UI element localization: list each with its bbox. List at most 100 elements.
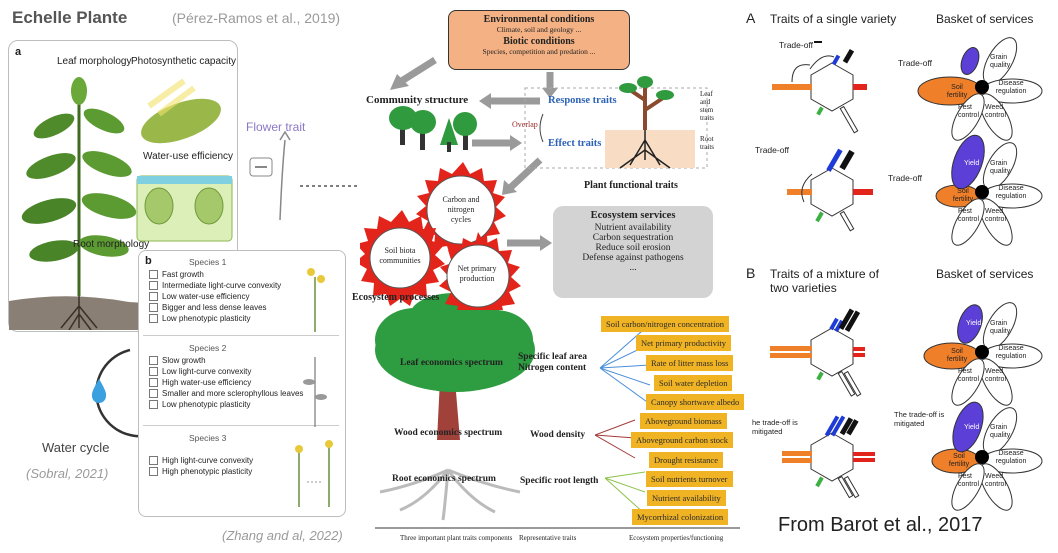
environment-title: Environmental conditions: [483, 14, 595, 25]
petal-yield: Yield: [964, 424, 980, 431]
panel-a-letter: a: [15, 46, 22, 58]
trait-row: Intermediate light-curve convexity: [149, 280, 299, 291]
leaf-icon: [149, 303, 158, 312]
trait-text: Low water-use efficiency: [162, 292, 250, 301]
environment-box: Environmental conditions Climate, soil a…: [448, 10, 630, 70]
plant-functional-traits-label: Plant functional traits: [584, 180, 678, 191]
petal-pest-control: Pest control: [958, 473, 980, 488]
petal-pest-control: Pest control: [958, 104, 980, 119]
service-item: Defense against pathogens: [582, 253, 684, 263]
trait-text: High water-use efficiency: [162, 378, 252, 387]
citation-sobral: (Sobral, 2021): [26, 466, 109, 481]
basket-title-a: Basket of services: [936, 12, 1034, 26]
petal-disease-regulation: Disease regulation: [995, 345, 1027, 360]
root-traits-label: Root traits: [700, 135, 714, 151]
species-name: Species 1: [189, 257, 227, 267]
water-cycle-label: Water cycle: [42, 440, 110, 455]
property-box: Soil nutrients turnover: [646, 471, 733, 487]
petal-soil-fertility: Soil fertility: [946, 348, 968, 363]
trait-text: Low light-curve convexity: [162, 367, 252, 376]
trait-row: Low water-use efficiency: [149, 291, 299, 302]
soil-biota-label: Soil biota communities: [379, 246, 421, 265]
trait-text: Bigger and less dense leaves: [162, 303, 267, 312]
trade-off-label: Trade-off: [888, 173, 923, 183]
plant-scale-title: Echelle Plante: [12, 8, 128, 27]
curve-icon: [149, 456, 158, 465]
trait-row: Slow growth: [149, 355, 319, 366]
trait-text: Low phenotypic plasticity: [162, 400, 251, 409]
axis-label-components: Three important plant traits components: [400, 534, 513, 542]
trade-off-mitigated-label: The trade-off is mitigated: [894, 410, 945, 428]
section-a-title: Traits of a single variety: [770, 12, 897, 26]
petal-pest-control: Pest control: [958, 208, 980, 223]
leaf-stem-traits-label: Leaf and stem traits: [700, 90, 714, 122]
middle-arrows: [375, 57, 740, 529]
water-icon: [149, 378, 158, 387]
species-1-block: Species 1 Fast growth Intermediate light…: [149, 257, 299, 324]
flower-trait-arrow: [249, 130, 358, 221]
leaf-morphology-label: Leaf morphology: [57, 56, 132, 67]
root-length-label: Specific root length: [520, 476, 599, 486]
species-2-block: Species 2 Slow growth Low light-curve co…: [149, 343, 319, 410]
property-box: Mycorrhizal colonization: [632, 509, 729, 525]
petal-weed-control: Weed control: [985, 208, 1007, 223]
trait-text: Slow growth: [162, 356, 206, 365]
trait-row: Low phenotypic plasticity: [149, 313, 299, 324]
species-name: Species 3: [189, 433, 227, 443]
flower-trait-label: Flower trait: [246, 120, 306, 134]
service-item: Reduce soil erosion: [595, 243, 671, 253]
species-3-block: Species 3 High light-curve convexity Hig…: [149, 433, 289, 477]
service-item: Carbon sequestration: [592, 233, 674, 243]
petal-grain-quality: Grain quality: [990, 424, 1011, 439]
trade-off-label: Trade-off: [779, 40, 814, 50]
citation-zhang: (Zhang and al, 2022): [222, 528, 343, 543]
water-use-efficiency-label: Water-use efficiency: [141, 151, 236, 162]
panel-b-letter: b: [145, 255, 152, 267]
petal-soil-fertility: Soil fertility: [948, 453, 970, 468]
petal-grain-quality: Grain quality: [990, 160, 1011, 175]
axis-label-traits: Representative traits: [519, 534, 577, 542]
wood-economics-label: Wood economics spectrum: [394, 428, 503, 438]
service-item: Nutrient availability: [594, 223, 672, 233]
trait-text: High phenotypic plasticity: [162, 467, 253, 476]
petal-disease-regulation: Disease regulation: [995, 185, 1027, 200]
biotic-subtitle: Species, competition and predation ...: [482, 47, 596, 56]
root-morphology-label: Root morphology: [73, 239, 150, 250]
panel-a: a Leaf morphology Photosynthetic capacit…: [8, 40, 238, 332]
root-economics-label: Root economics spectrum: [392, 474, 496, 484]
response-traits-label: Response traits: [548, 95, 617, 106]
petal-disease-regulation: Disease regulation: [995, 80, 1027, 95]
trait-row: Low light-curve convexity: [149, 366, 319, 377]
plasticity-icon: [149, 467, 158, 476]
trait-text: Smaller and more sclerophyllous leaves: [162, 389, 304, 398]
petal-grain-quality: Grain quality: [990, 320, 1011, 335]
section-a-letter: A: [746, 10, 756, 26]
right-diagrams: [770, 37, 1043, 511]
petal-pest-control: Pest control: [958, 368, 980, 383]
leaf-economics-label: Leaf economics spectrum: [400, 358, 503, 368]
petal-yield: Yield: [966, 320, 982, 327]
citation-perez-ramos: (Pérez-Ramos et al., 2019): [172, 10, 341, 26]
ecosystem-processes-label: Ecosystem processes: [352, 292, 440, 303]
curve-icon: [149, 367, 158, 376]
trait-text: Low phenotypic plasticity: [162, 314, 251, 323]
panel-b: b Species 1 Fast growth Intermediate lig…: [138, 250, 346, 517]
petal-weed-control: Weed control: [985, 368, 1007, 383]
species-plant-drawings: [295, 268, 333, 507]
wood-density-label: Wood density: [530, 430, 586, 440]
petal-weed-control: Weed control: [985, 104, 1007, 119]
trait-row: Fast growth: [149, 269, 299, 280]
photosynthetic-capacity-label: Photosynthetic capacity: [131, 56, 237, 67]
plasticity-icon: [149, 314, 158, 323]
biotic-title: Biotic conditions: [503, 36, 575, 47]
trait-text: Fast growth: [162, 270, 204, 279]
leaf-icon: [149, 389, 158, 398]
effect-traits-label: Effect traits: [548, 138, 602, 149]
ecosystem-services-box: Ecosystem services Nutrient availability…: [553, 206, 713, 298]
community-structure-label: Community structure: [366, 94, 469, 106]
basket-title-b: Basket of services: [936, 267, 1034, 281]
divider: [143, 335, 339, 336]
property-box: Nutrient availability: [647, 490, 726, 506]
water-drop-icon: [91, 379, 107, 403]
service-item: ...: [629, 263, 637, 273]
